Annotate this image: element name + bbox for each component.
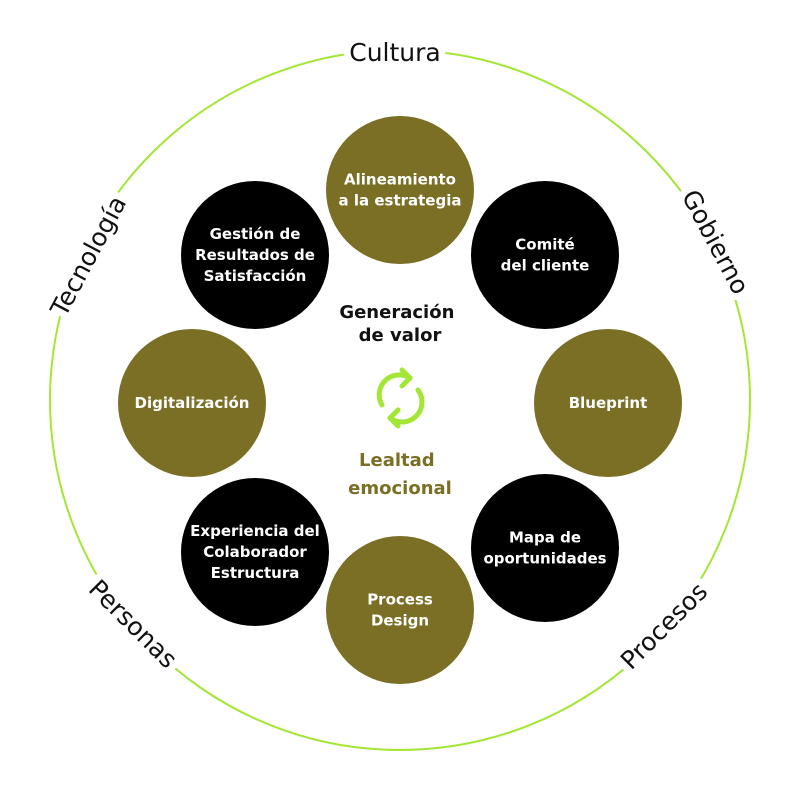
outer-ring	[49, 49, 751, 751]
node-label: Blueprint	[569, 394, 648, 412]
node-6: Digitalización	[118, 329, 266, 477]
node-circle	[326, 536, 474, 684]
ring-label-cultura: Cultura	[349, 38, 441, 67]
node-circle	[534, 329, 682, 477]
node-2: Blueprint	[534, 329, 682, 477]
node-label: Digitalización	[135, 394, 250, 412]
refresh-cycle-icon	[376, 367, 425, 429]
node-circle	[181, 478, 329, 626]
center-subtitle: Lealtad emocional	[348, 450, 452, 499]
node-circle	[326, 116, 474, 264]
ring-label-tecnologia: Tecnología	[44, 191, 132, 322]
node-circle	[118, 329, 266, 477]
node-circle	[471, 181, 619, 329]
ring-label-procesos: Procesos	[615, 577, 713, 675]
ring-label-gobierno: Gobierno	[676, 185, 755, 299]
ring-label-personas: Personas	[83, 574, 183, 674]
node-circle	[471, 474, 619, 622]
node-circle	[181, 181, 329, 329]
center-title: Generación de valor	[339, 302, 460, 346]
